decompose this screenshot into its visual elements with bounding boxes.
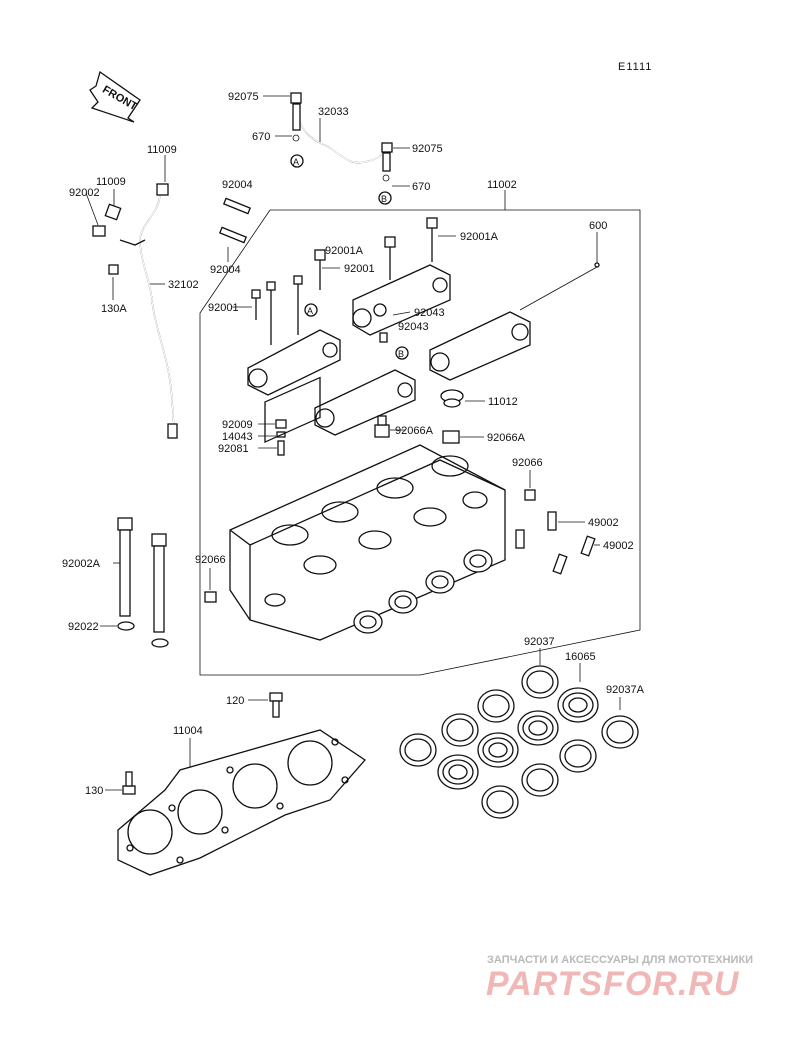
- label-600: 600: [589, 220, 607, 232]
- plug-92066a-left: [374, 415, 390, 438]
- label-130: 130: [85, 785, 103, 797]
- cylinder-head: [229, 376, 506, 641]
- long-bolts-92002a: [117, 517, 169, 648]
- label-11004: 11004: [173, 725, 203, 737]
- callout-a-top: A: [290, 154, 304, 168]
- head-gasket: [117, 729, 366, 876]
- cap-11012: [440, 389, 464, 408]
- label-14043: 14043: [222, 431, 253, 443]
- label-670-top: 670: [252, 131, 270, 143]
- clamps-and-holders: [399, 665, 639, 819]
- label-92001a-mid: 92001A: [325, 245, 364, 257]
- callout-b-mid: B: [395, 346, 409, 360]
- label-130a: 130A: [101, 303, 127, 315]
- watermark-tagline: ЗАПЧАСТИ И АКСЕССУАРЫ ДЛЯ МОТОТЕХНИКИ: [487, 954, 753, 966]
- bolt-120: [269, 692, 283, 718]
- label-92002: 92002: [69, 187, 100, 199]
- label-92066-right: 92066: [512, 457, 543, 469]
- stud-nut-set: [275, 419, 287, 456]
- label-92043-a: 92043: [414, 307, 445, 319]
- bolts-92001: [251, 217, 438, 345]
- label-92075-top: 92075: [228, 91, 259, 103]
- label-11009-b: 11009: [96, 176, 126, 188]
- plug-92066-right: [524, 489, 536, 501]
- label-92001-mid: 92001: [344, 263, 375, 275]
- label-92004-top: 92004: [222, 179, 253, 191]
- front-arrow-icon: FRONT: [89, 70, 141, 123]
- label-92075-right: 92075: [412, 143, 443, 155]
- watermark-brand: PARTSFOR.RU: [486, 965, 740, 1003]
- label-16065: 16065: [565, 651, 596, 663]
- plug-92066a-right: [442, 430, 460, 444]
- oil-pipe-32033: [290, 92, 393, 182]
- label-92004-bot: 92004: [210, 264, 241, 276]
- label-92081: 92081: [218, 443, 249, 455]
- svg-text:B: B: [398, 349, 404, 359]
- cam-cap-left: [247, 329, 341, 396]
- label-11002: 11002: [487, 179, 517, 191]
- label-120: 120: [226, 695, 244, 707]
- label-92037a: 92037A: [606, 684, 645, 696]
- bolt-130: [122, 771, 136, 795]
- cam-cap-mid: [314, 369, 416, 436]
- callout-b-top: B: [378, 191, 392, 205]
- label-49002-a: 49002: [588, 517, 619, 529]
- label-11012: 11012: [488, 396, 518, 408]
- label-32033: 32033: [318, 106, 349, 118]
- label-49002-b: 49002: [603, 540, 634, 552]
- label-92066a-b: 92066A: [487, 432, 526, 444]
- label-92037: 92037: [524, 636, 555, 648]
- label-92001-left: 92001: [208, 302, 239, 314]
- label-670-right: 670: [412, 181, 430, 193]
- bolts-49002: [515, 511, 596, 575]
- svg-text:B: B: [381, 194, 387, 204]
- label-11009-a: 11009: [147, 144, 177, 156]
- svg-text:A: A: [307, 306, 313, 316]
- label-92066-left: 92066: [195, 554, 226, 566]
- label-92022: 92022: [68, 621, 99, 633]
- label-92002a: 92002A: [62, 558, 101, 570]
- label-92009: 92009: [222, 419, 253, 431]
- label-32102: 32102: [168, 279, 199, 291]
- cam-cap-upper-right: [352, 264, 451, 336]
- cam-cap-far-right: [429, 311, 531, 381]
- oil-pipe-32102: [92, 183, 178, 439]
- label-92043-b: 92043: [398, 321, 429, 333]
- plug-92066-left: [204, 591, 217, 603]
- studs-92004: [218, 197, 252, 244]
- label-92001a-right: 92001A: [460, 231, 499, 243]
- svg-text:A: A: [293, 157, 299, 167]
- diagram-code: E1111: [618, 61, 652, 73]
- assembly-frame-11002: [199, 209, 641, 676]
- label-92066a-a: 92066A: [395, 425, 434, 437]
- callout-a-mid: A: [304, 303, 318, 317]
